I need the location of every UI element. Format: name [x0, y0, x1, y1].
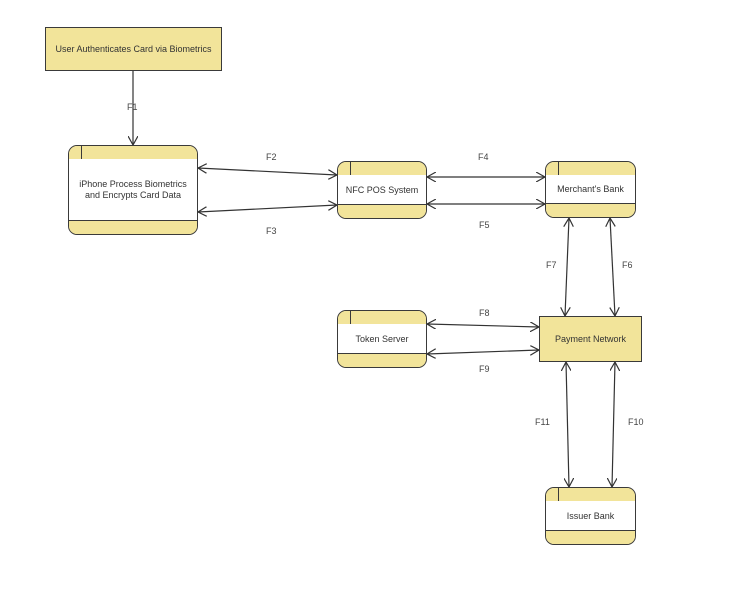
- flow-label-f4: F4: [478, 152, 489, 162]
- merchant-bank-label: Merchant's Bank: [557, 184, 624, 194]
- flow-f11-arrow: [566, 362, 569, 487]
- flow-label-f8: F8: [479, 308, 490, 318]
- flow-f10-arrow: [612, 362, 615, 487]
- iphone-process: iPhone Process Biometrics and Encrypts C…: [68, 145, 198, 235]
- iphone-process-body: iPhone Process Biometrics and Encrypts C…: [69, 159, 197, 221]
- nfc-pos-process: NFC POS System: [337, 161, 427, 219]
- flow-label-f9: F9: [479, 364, 490, 374]
- flow-f2-arrow: [198, 168, 337, 175]
- flow-label-f10: F10: [628, 417, 644, 427]
- token-server-label: Token Server: [355, 333, 409, 344]
- flow-label-f11: F11: [535, 417, 550, 427]
- issuer-bank-label: Issuer Bank: [566, 510, 615, 521]
- flow-label-f7: F7: [546, 260, 557, 270]
- flow-label-f3: F3: [266, 226, 277, 236]
- flow-f9-arrow: [427, 350, 539, 354]
- payment-network-entity: Payment Network: [539, 316, 642, 362]
- flow-label-f2: F2: [266, 152, 277, 162]
- nfc-pos-label: NFC POS System: [345, 184, 419, 195]
- payment-network-label: Payment Network: [554, 333, 627, 344]
- issuer-bank-process: Issuer Bank: [545, 487, 636, 545]
- iphone-process-label-line2: and Encrypts Card Data: [84, 190, 182, 200]
- flow-f8-arrow: [427, 324, 539, 327]
- iphone-process-label-line1: iPhone Process Biometrics: [79, 179, 187, 189]
- flow-label-f6: F6: [622, 260, 633, 270]
- flow-label-f5: F5: [479, 220, 490, 230]
- merchant-bank-process: Merchant's Bank: [545, 161, 636, 218]
- flow-f6-arrow: [610, 218, 615, 316]
- user-authenticates-label: User Authenticates Card via Biometrics: [55, 43, 212, 54]
- user-authenticates-entity: User Authenticates Card via Biometrics: [45, 27, 222, 71]
- flow-label-f1: F1: [127, 102, 138, 112]
- token-server-process: Token Server: [337, 310, 427, 368]
- flow-f3-arrow: [198, 205, 337, 212]
- flow-f7-arrow: [565, 218, 569, 316]
